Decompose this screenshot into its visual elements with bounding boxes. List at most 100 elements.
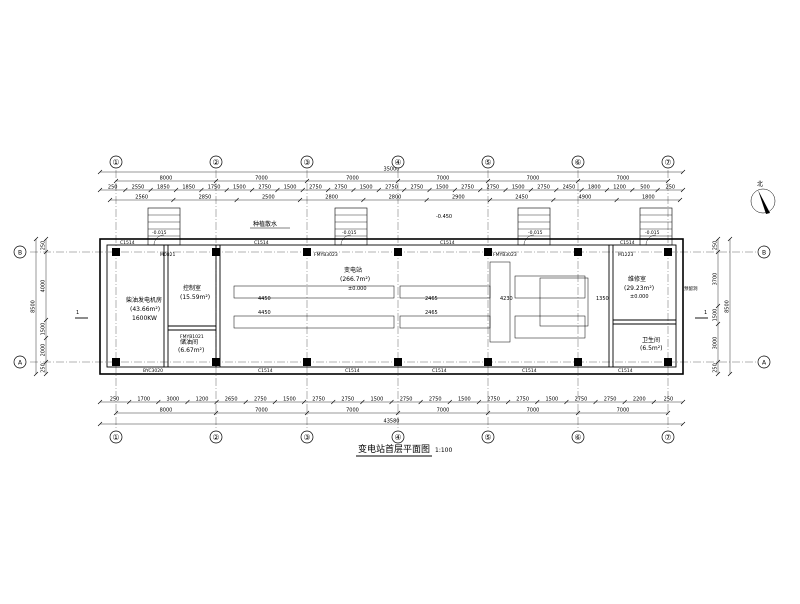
dim-detail-top-tick [604,187,610,193]
window-c1514-i: C1514 [618,368,633,374]
column [484,358,492,366]
dim-detail-bottom-label: 2750 [604,397,617,403]
room-toilet-area: (6.5m²) [640,345,662,352]
axis-label: ⑥ [574,158,581,167]
dim-detail-top-2-tick [614,197,619,203]
dim-left-total-tick [33,371,39,377]
dim-right-detail-label: 1500 [713,309,719,322]
column [303,248,311,256]
axis-label: A [762,360,767,367]
window-c1514-f: C1514 [345,368,360,374]
columns [112,248,672,366]
dim-bays-bottom-label: 7000 [527,408,540,414]
dim-left-detail-tick [43,249,49,255]
dim-left-detail-label: 250 [41,363,47,373]
bay-4230: 4230 [500,296,513,302]
dim-detail-top-label: 2750 [334,185,347,191]
axis-bubble [300,430,314,444]
axis-label: ⑤ [484,158,491,167]
room-oil-name: 储油间 [180,338,198,346]
entries [147,207,673,246]
dim-detail-bottom-tick [243,399,248,405]
dim-bays-top-label: 7000 [617,176,630,182]
axis-bubble [757,355,771,369]
trench [399,285,491,299]
window-c1514-c: C1514 [440,240,455,246]
dim-bays-top-tick [304,178,310,184]
door-fmyb-oil: FMYB1021 [180,334,204,340]
room-maintenance-name: 维修室 [628,275,646,283]
axis-bubble [13,245,27,259]
room-labels: 柴油发电机房 (43.66m²) 1600KW 控制室 (15.59m²) 储油… [126,266,662,354]
dim-detail-bottom-tick [126,399,132,405]
dim-detail-bottom-label: 1700 [137,397,150,403]
dim-bays-top-label: 7000 [527,176,540,182]
room-oil-area: (6.67m²) [178,347,204,354]
room-control-name: 控制室 [183,284,201,292]
dim-left-total-label: 8500 [31,300,37,313]
dim-total-bottom-tick [97,421,103,427]
dim-detail-top-label: 2450 [563,185,576,191]
dim-detail-top-label: 1850 [157,185,170,191]
dim-right-detail-tick [715,359,721,365]
door-swing [645,234,657,246]
dim-detail-top-tick [275,187,280,193]
dim-detail-top-label: 2750 [537,185,550,191]
axis-bubble [109,430,123,444]
dim-detail-bottom-label: 2750 [487,397,500,403]
dim-detail-top-label: 2750 [410,185,423,191]
door-swing [523,234,535,246]
room-maintenance-level: ±0.000 [630,294,649,300]
dim-right-detail-label: 250 [713,363,719,373]
dim-total-top-tick [680,169,686,175]
axis-label: ⑦ [664,158,671,167]
dim-detail-bottom-label: 2650 [225,397,238,403]
dim-detail-top-tick [173,187,179,193]
column [394,248,402,256]
dim-detail-bottom-label: 1500 [371,397,384,403]
entry-steps [517,207,551,246]
dim-bays-top-label: 7000 [346,176,359,182]
bay-2465-b: 2465 [425,310,438,316]
dim-detail-top-label: 1500 [284,185,297,191]
dim-bays-bottom-tick [665,410,671,416]
window-c1514-d: C1514 [620,240,635,246]
door-swing [340,234,352,246]
dim-detail-top-tick [249,187,255,193]
column [112,248,120,256]
dim-bays-top-tick [665,178,671,184]
dim-detail-top-tick [123,187,128,193]
door-fmyb-b: FMYB3023 [493,252,517,258]
dim-detail-top-label: 1500 [512,185,525,191]
dim-right-detail-tick [715,236,721,242]
dim-detail-top-2-label: 2850 [199,195,212,201]
axis-bubble [391,430,405,444]
dim-detail-top-tick [325,187,331,193]
dim-detail-top-tick [300,187,305,193]
dim-detail-bottom-tick [593,399,598,405]
dim-detail-bottom-label: 3000 [167,397,180,403]
dim-detail-top-2-tick [551,197,556,203]
axis-label: ④ [394,433,401,442]
dim-bays-bottom-label: 7000 [437,408,450,414]
dim-detail-bottom-label: 2200 [633,397,646,403]
dim-detail-bottom-tick [156,399,161,405]
dim-left-total-tick [33,236,39,242]
dim-detail-top-label: 500 [640,185,650,191]
dim-right-detail-label: 3700 [713,273,719,286]
dim-bays-top-tick [213,178,219,184]
dim-detail-top-2-tick [107,197,113,203]
dim-bays-top-tick [395,178,401,184]
dim-detail-top-label: 1750 [208,185,221,191]
dim-bays-bottom-tick [575,410,581,416]
axis-bubble [661,430,675,444]
dim-detail-top-tick [376,187,382,193]
door-swing [153,234,165,246]
dim-detail-bottom-label: 2750 [254,397,267,403]
dim-bays-bottom-tick [485,410,491,416]
dim-detail-bottom-label: 2750 [400,397,413,403]
dim-detail-top-label: 2750 [385,185,398,191]
dim-bays-top-label: 7000 [255,176,268,182]
trench [399,315,491,329]
